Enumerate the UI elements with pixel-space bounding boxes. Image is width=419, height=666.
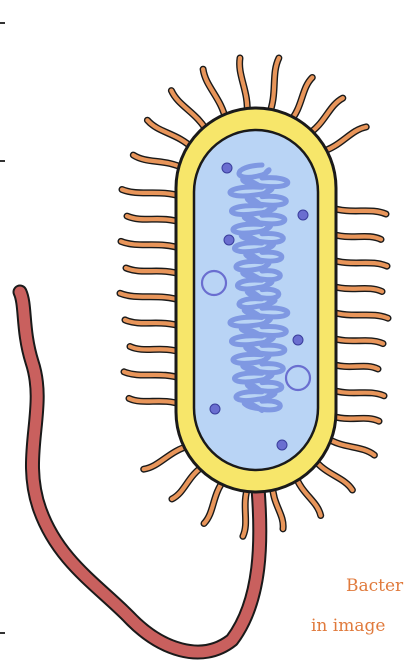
ribosome [293,335,303,345]
pilus [326,437,375,455]
pilus [314,459,353,490]
ribosome [222,163,232,173]
pilus [307,98,342,135]
left-edge-mark [0,160,5,162]
left-edge-mark [0,22,5,24]
caption-line-1: Bacter [346,576,403,596]
caption-line-2: in image [311,616,385,636]
pilus [321,127,367,152]
pilus [144,446,190,470]
ribosome [277,440,287,450]
ribosome [210,404,220,414]
ribosome [224,235,234,245]
left-edge-mark [0,632,5,634]
pilus [147,120,193,149]
ribosome [298,210,308,220]
pilus [171,91,207,133]
pilus [203,69,226,120]
